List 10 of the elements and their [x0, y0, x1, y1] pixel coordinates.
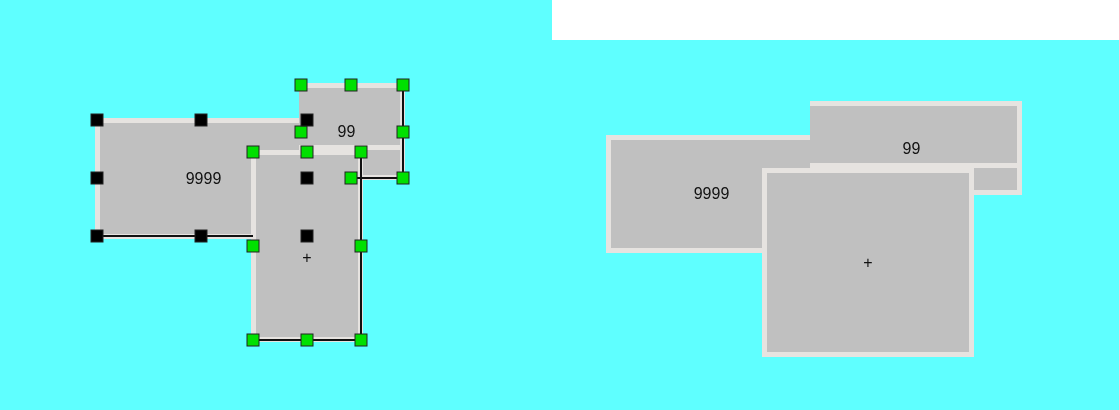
- box-label: 9999: [693, 185, 730, 203]
- box-label: +: [863, 253, 873, 272]
- shape-box: [95, 118, 251, 239]
- box-label: 99: [902, 139, 921, 158]
- shape-box: [810, 101, 1022, 168]
- shape-box: [762, 168, 974, 357]
- box-label: +: [302, 249, 312, 267]
- shape-box: [606, 135, 762, 253]
- box-label: 99: [337, 122, 356, 141]
- box-label: 9999: [185, 169, 222, 188]
